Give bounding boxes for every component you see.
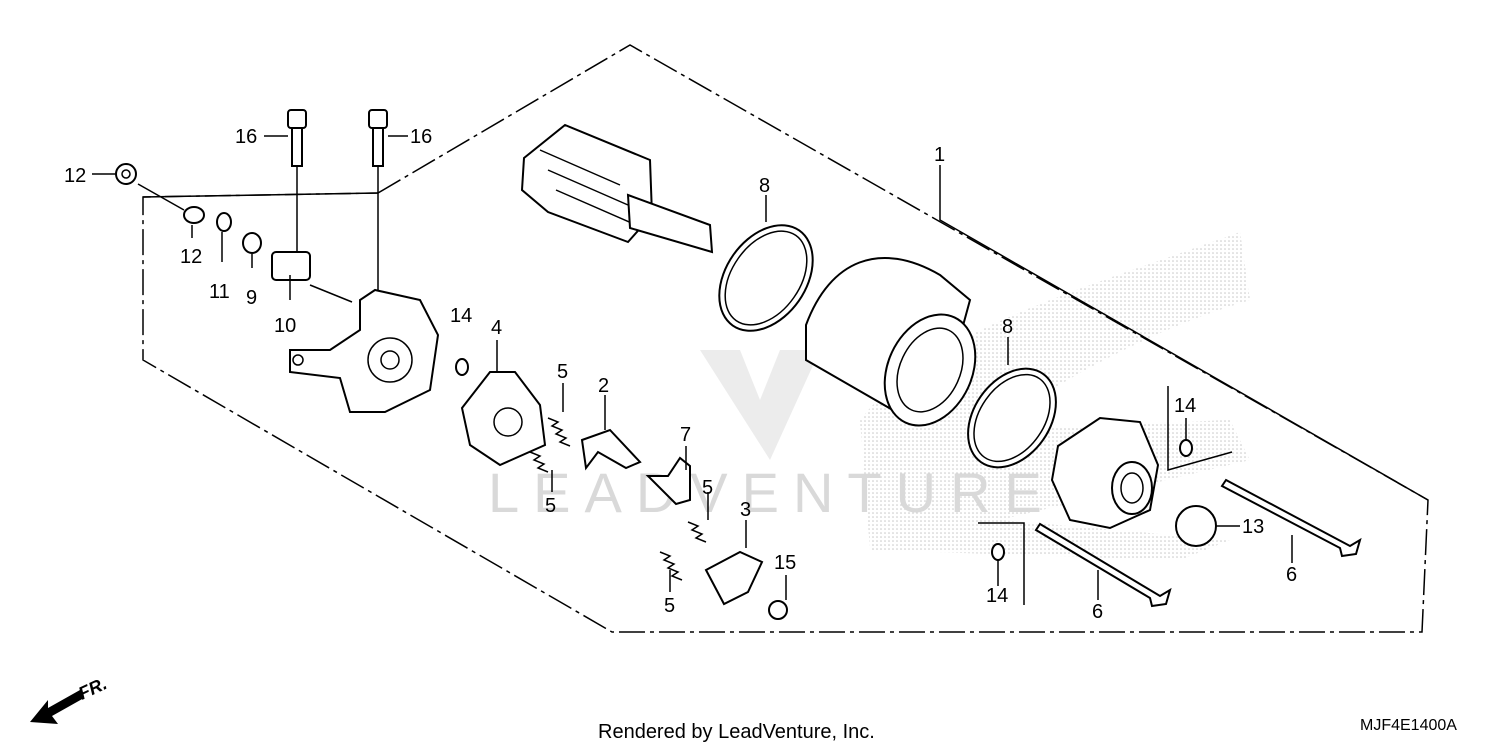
parts-rear-cover xyxy=(115,109,547,467)
nut-part xyxy=(115,163,137,185)
callout-4: 4 xyxy=(491,317,502,339)
spring-part xyxy=(687,521,707,543)
washer-part xyxy=(991,543,1005,561)
callout-16: 16 xyxy=(410,126,432,148)
watermark-logo-icon xyxy=(700,350,820,460)
washer-part xyxy=(455,358,469,376)
callout-14: 14 xyxy=(450,305,472,327)
insulator-part xyxy=(242,232,262,254)
watermark-text: LEADVENTURE xyxy=(488,461,1056,524)
callout-labels: 1 2 3 4 5 5 5 5 6 6 7 8 8 9 10 11 12 12 … xyxy=(64,126,1297,623)
armature-shaft-part xyxy=(626,193,714,254)
brush-terminal-part xyxy=(645,456,691,506)
callout-14: 14 xyxy=(1174,395,1196,417)
callout-3: 3 xyxy=(740,499,751,521)
callout-5: 5 xyxy=(664,595,675,617)
parts-armature xyxy=(520,123,714,254)
brush-holder-part xyxy=(460,371,547,467)
callout-10: 10 xyxy=(274,315,296,337)
screw-part xyxy=(768,600,788,620)
nut-part xyxy=(183,206,205,224)
bolt-shank-part xyxy=(372,127,384,167)
callout-5: 5 xyxy=(557,361,568,383)
front-arrow-icon xyxy=(30,690,84,724)
bolt-shank-part xyxy=(291,127,303,167)
callout-8: 8 xyxy=(1002,316,1013,338)
callout-7: 7 xyxy=(680,424,691,446)
callout-12: 12 xyxy=(180,246,202,268)
terminal-part xyxy=(271,251,311,281)
long-bolt-part xyxy=(1220,478,1362,558)
bolt-head-part xyxy=(368,109,388,129)
front-cover-boss xyxy=(1111,461,1153,515)
front-direction-indicator: FR. xyxy=(30,673,110,724)
yoke-opening xyxy=(883,313,977,427)
callout-11: 11 xyxy=(209,281,230,303)
assembly-outline xyxy=(142,44,1429,633)
spring-part xyxy=(659,551,683,581)
bolt-head-part xyxy=(287,109,307,129)
washer-part xyxy=(216,212,232,232)
o-ring-inner xyxy=(973,373,1051,463)
callout-6: 6 xyxy=(1286,564,1297,586)
callout-2: 2 xyxy=(598,375,609,397)
callout-6: 6 xyxy=(1092,601,1103,623)
callout-5: 5 xyxy=(702,477,713,499)
diagram-code: MJF4E1400A xyxy=(1360,717,1457,734)
footer-credit: Rendered by LeadVenture, Inc. xyxy=(598,721,875,743)
leader-lines xyxy=(92,135,1429,600)
brush-part xyxy=(704,550,764,606)
brush-part xyxy=(580,428,642,471)
callout-16: 16 xyxy=(235,126,257,148)
long-bolt-part xyxy=(1034,522,1172,608)
rear-cover-part xyxy=(289,288,440,413)
callout-13: 13 xyxy=(1242,516,1264,538)
callout-12: 12 xyxy=(64,165,86,187)
callout-8: 8 xyxy=(759,175,770,197)
callout-5: 5 xyxy=(545,495,556,517)
washer-part xyxy=(1179,439,1193,457)
callout-15: 15 xyxy=(774,552,796,574)
o-ring-inner xyxy=(724,230,808,326)
parts-yoke xyxy=(805,257,977,427)
spring-part xyxy=(547,417,571,447)
spring-part xyxy=(529,451,549,473)
parts-brushes xyxy=(529,417,788,620)
callout-1: 1 xyxy=(934,144,945,166)
o-ring-part xyxy=(1175,505,1217,547)
callout-14: 14 xyxy=(986,585,1008,607)
parts-front-cover xyxy=(991,416,1362,608)
callout-9: 9 xyxy=(246,287,257,309)
